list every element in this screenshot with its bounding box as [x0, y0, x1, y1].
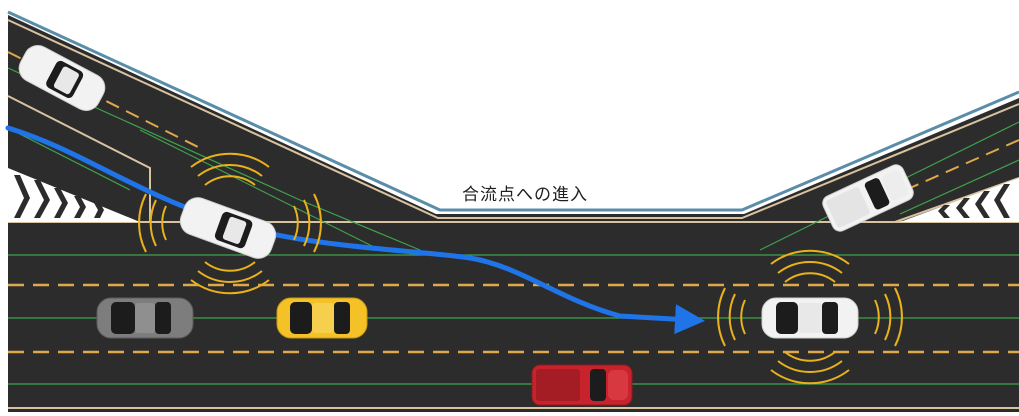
- white-pickup-right-ramp: [822, 164, 914, 232]
- white-car-merging-ego: [179, 197, 277, 259]
- white-car-top-left: [18, 45, 106, 111]
- red-pickup: [531, 364, 633, 406]
- white-car-right-target: [761, 297, 859, 339]
- yellow-car: [276, 297, 368, 339]
- target-sensor-waves: [717, 249, 903, 385]
- left-roadside-stripe: [7, 10, 1019, 212]
- upper-road-edge: [7, 19, 1019, 219]
- ego-sensor-waves: [138, 152, 322, 295]
- merge-caption: 合流点への進入: [462, 185, 588, 205]
- merge-path-arrow: [5, 125, 705, 335]
- gray-car: [96, 297, 194, 339]
- left-gore-chevrons: [8, 168, 140, 222]
- left-ramp-inner-edge: [7, 95, 151, 222]
- right-ramp-lane-dash: [909, 139, 1019, 189]
- right-ramp-inner-edge: [894, 177, 1019, 223]
- right-gore-chevrons: [900, 178, 1019, 222]
